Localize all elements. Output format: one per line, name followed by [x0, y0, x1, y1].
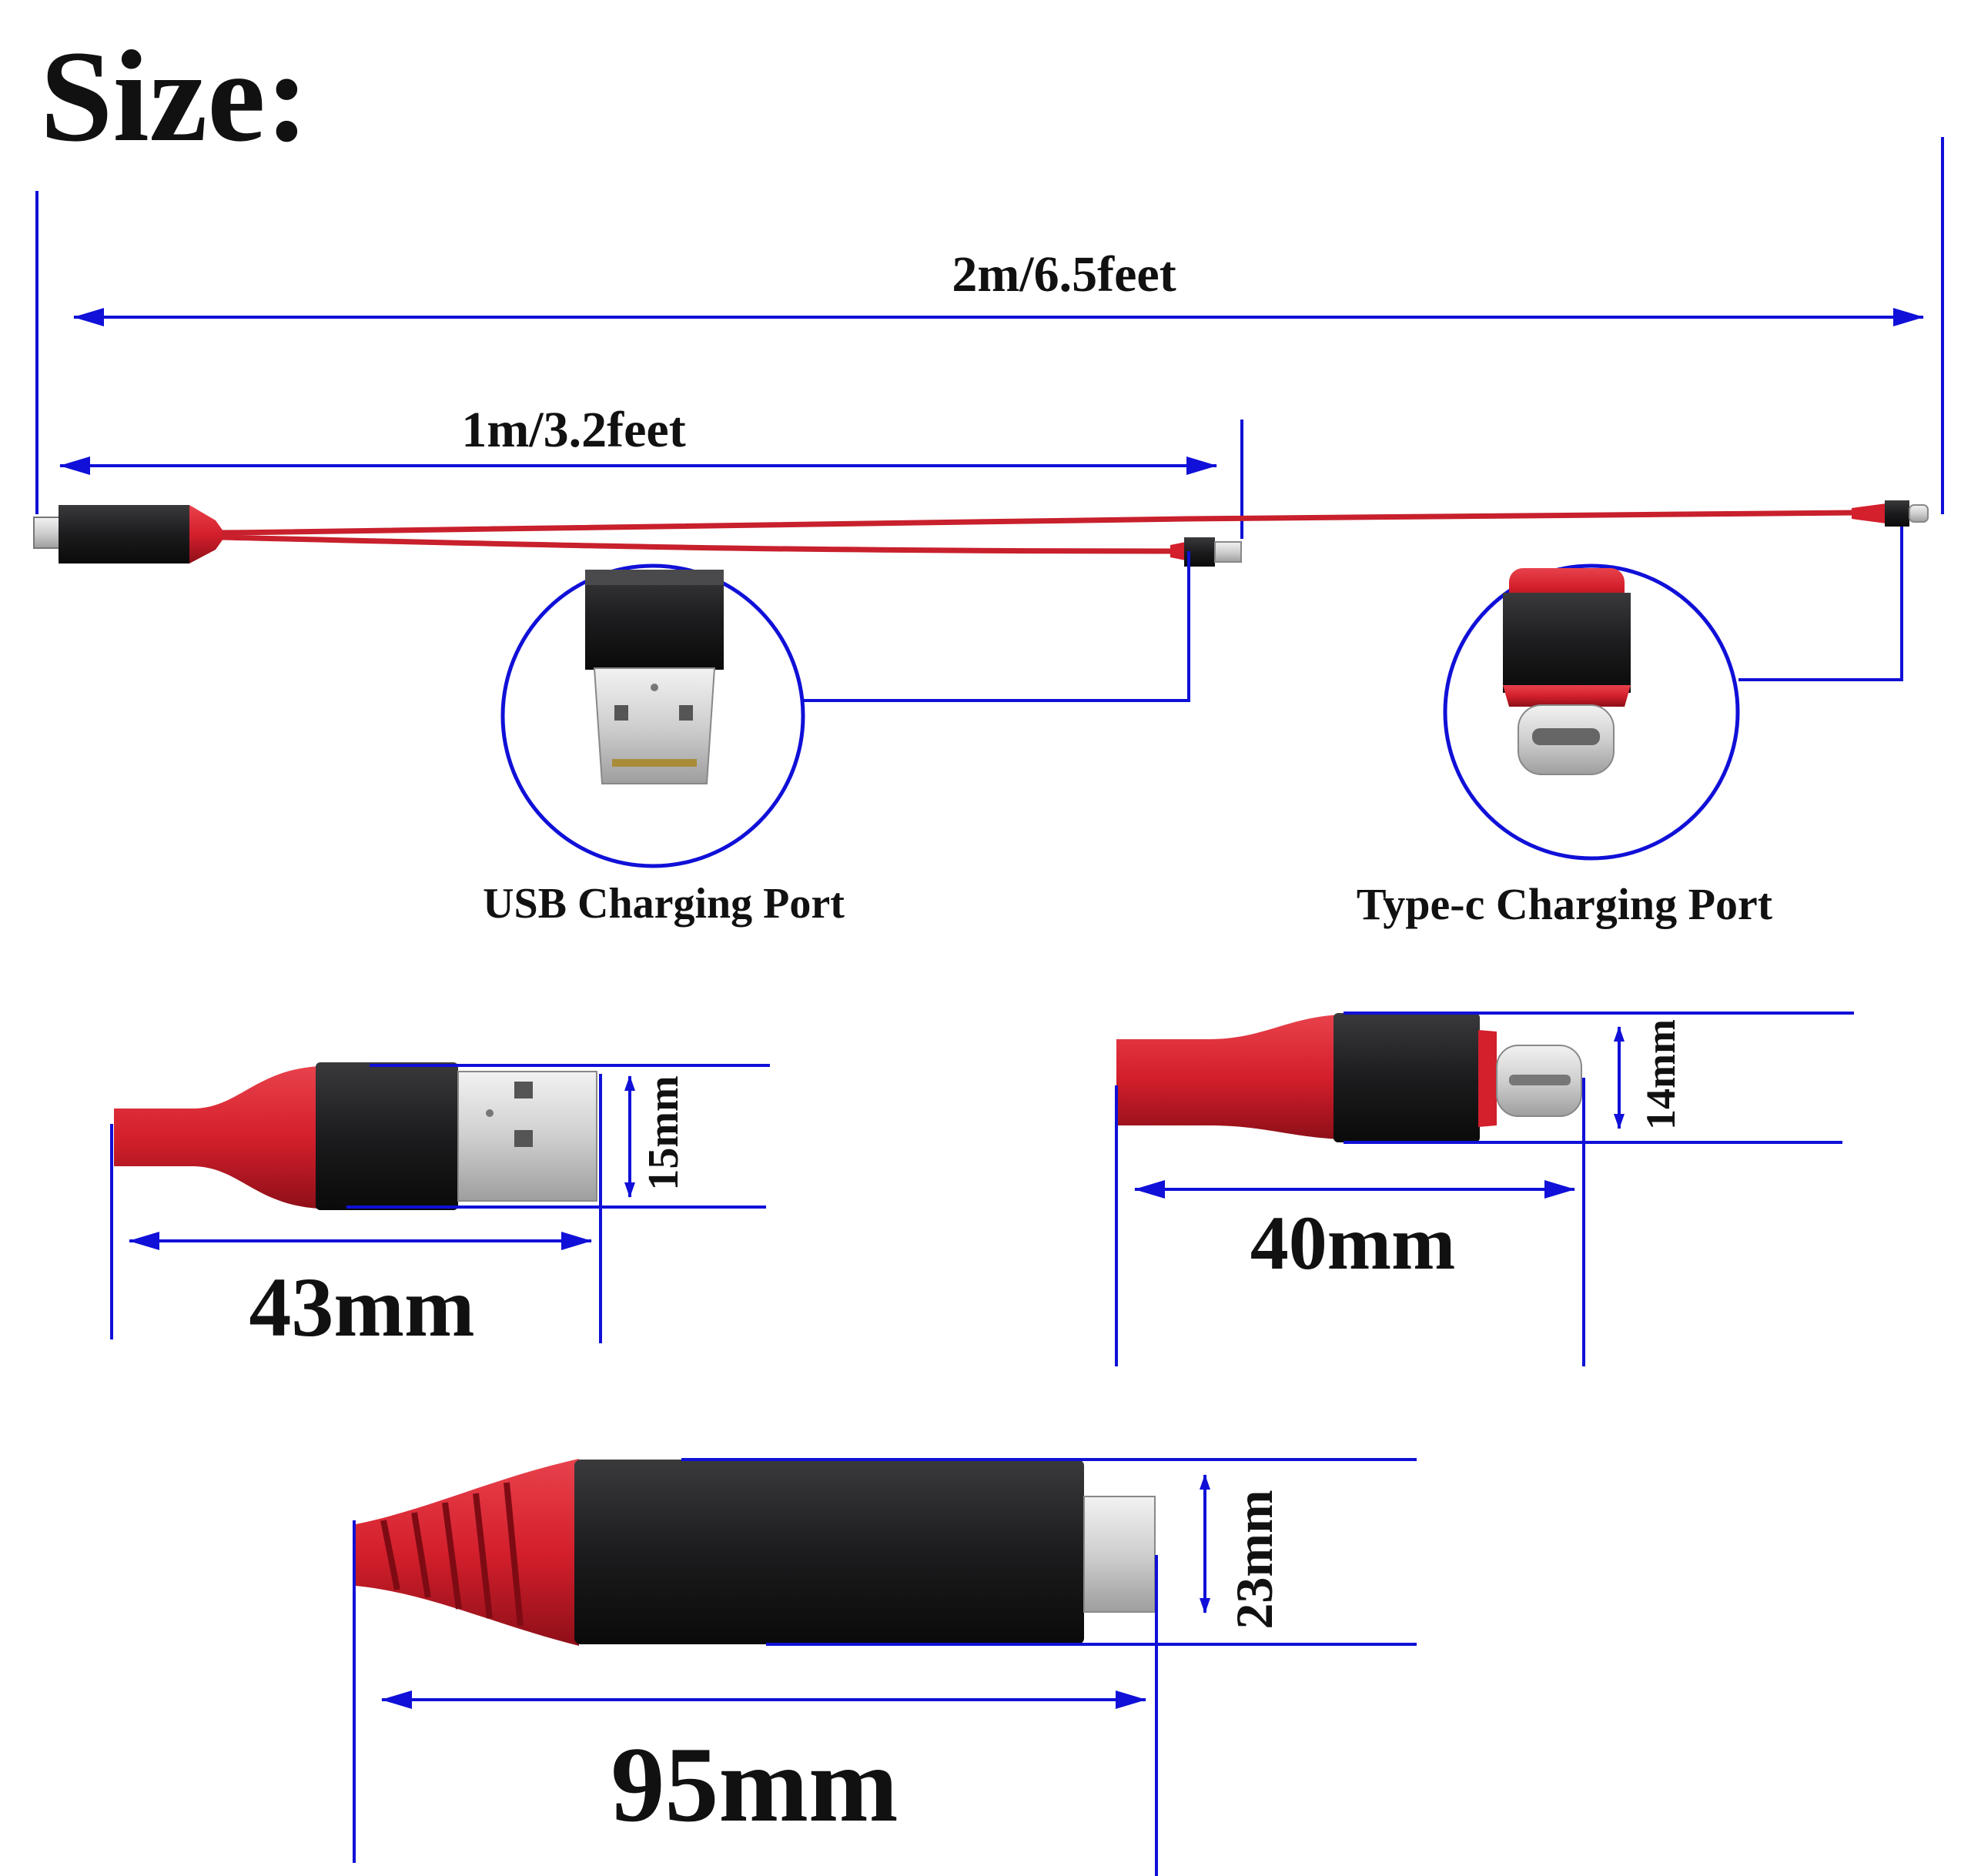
hdmi-detail-ribs	[380, 1482, 524, 1627]
overview-usb-boot	[1170, 542, 1186, 560]
usb-detail-cable	[114, 1066, 320, 1209]
typec-leader-line	[1738, 527, 1903, 681]
usb-detail-hole-top	[514, 1082, 533, 1099]
usb-zoom-hole-left	[614, 705, 628, 721]
usb-zoom-contacts	[612, 759, 697, 767]
overview-short-cable	[221, 534, 1186, 554]
overview-typec-plug	[1909, 504, 1929, 523]
hdmi-connector-detail	[356, 1459, 1156, 1646]
usb-leader-line	[804, 551, 1190, 702]
branch-length-label: 1m/3.2feet	[461, 402, 685, 458]
typec-callout-label: Type-c Charging Port	[1357, 879, 1773, 929]
usb-callout	[500, 551, 1190, 868]
cable-overview	[33, 500, 1929, 567]
page-title: Size:	[40, 24, 309, 169]
hdmi-detail-cable	[356, 1459, 579, 1646]
hdmi-length-label: 95mm	[611, 1725, 898, 1844]
usb-connector-detail	[114, 1062, 597, 1210]
typec-zoom-slot	[1532, 728, 1600, 745]
usb-height-label: 15mm	[640, 1075, 688, 1190]
usb-detail-dot	[486, 1109, 494, 1117]
overview-usb-plug	[1214, 541, 1242, 563]
overview-long-cable	[221, 510, 1856, 536]
typec-height-label: 14mm	[1638, 1019, 1684, 1130]
hdmi-detail-housing	[574, 1460, 1084, 1644]
usb-zoom-housing-highlight	[585, 570, 724, 585]
typec-dimensions	[1115, 1012, 1854, 1366]
overview-typec-housing	[1885, 500, 1909, 527]
usb-dimensions	[110, 1064, 770, 1343]
hdmi-detail-plug	[1083, 1496, 1156, 1613]
overview-typec-boot	[1852, 503, 1886, 523]
usb-zoom-hole-right	[679, 705, 693, 721]
usb-callout-label: USB Charging Port	[483, 880, 845, 928]
usb-zoom-housing	[585, 570, 724, 670]
typec-callout	[1443, 527, 1903, 861]
hdmi-dimensions	[353, 1458, 1417, 1876]
usb-zoom-dot	[651, 684, 658, 691]
usb-detail-hole-bottom	[514, 1130, 533, 1147]
total-length-label: 2m/6.5feet	[952, 246, 1176, 303]
typec-detail-slot	[1509, 1075, 1571, 1085]
typec-detail-housing	[1334, 1013, 1480, 1142]
typec-length-label: 40mm	[1250, 1200, 1456, 1286]
usb-zoom-plug	[593, 667, 716, 784]
typec-detail-cable	[1116, 1015, 1340, 1139]
typec-connector-detail	[1116, 1013, 1582, 1142]
usb-length-label: 43mm	[249, 1260, 474, 1354]
typec-detail-red-collar	[1478, 1030, 1497, 1127]
overview-hdmi-boot	[189, 505, 223, 563]
usb-detail-housing	[316, 1062, 458, 1210]
overview-hdmi-housing	[59, 505, 189, 563]
typec-zoom-red-base	[1503, 685, 1631, 707]
overview-hdmi-tip	[33, 517, 61, 549]
typec-zoom-housing	[1503, 593, 1631, 693]
hdmi-height-label: 23mm	[1225, 1490, 1283, 1629]
total-length-dimension	[35, 137, 1944, 514]
